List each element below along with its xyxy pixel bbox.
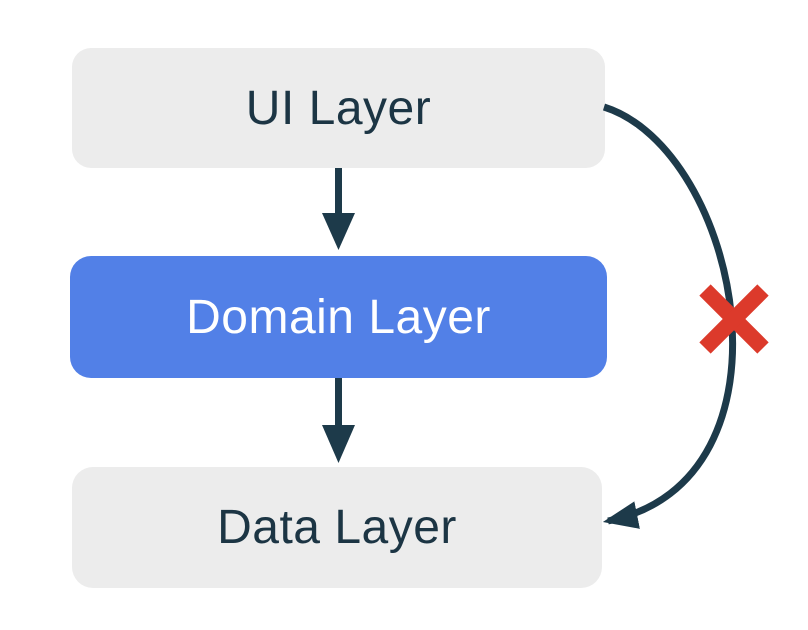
arrow-ui-to-domain: [322, 168, 355, 250]
node-data-layer-label: Data Layer: [217, 501, 457, 554]
node-ui-layer-label: UI Layer: [245, 81, 432, 135]
node-domain-layer-label: Domain Layer: [186, 290, 491, 344]
forbidden-x-icon: [699, 284, 769, 354]
node-data-layer: Data Layer: [72, 467, 602, 588]
arrow-domain-to-data: [322, 378, 355, 463]
node-ui-layer: UI Layer: [72, 48, 605, 168]
node-domain-layer: Domain Layer: [70, 256, 607, 378]
arrow-ui-to-data-curved: [602, 103, 737, 529]
